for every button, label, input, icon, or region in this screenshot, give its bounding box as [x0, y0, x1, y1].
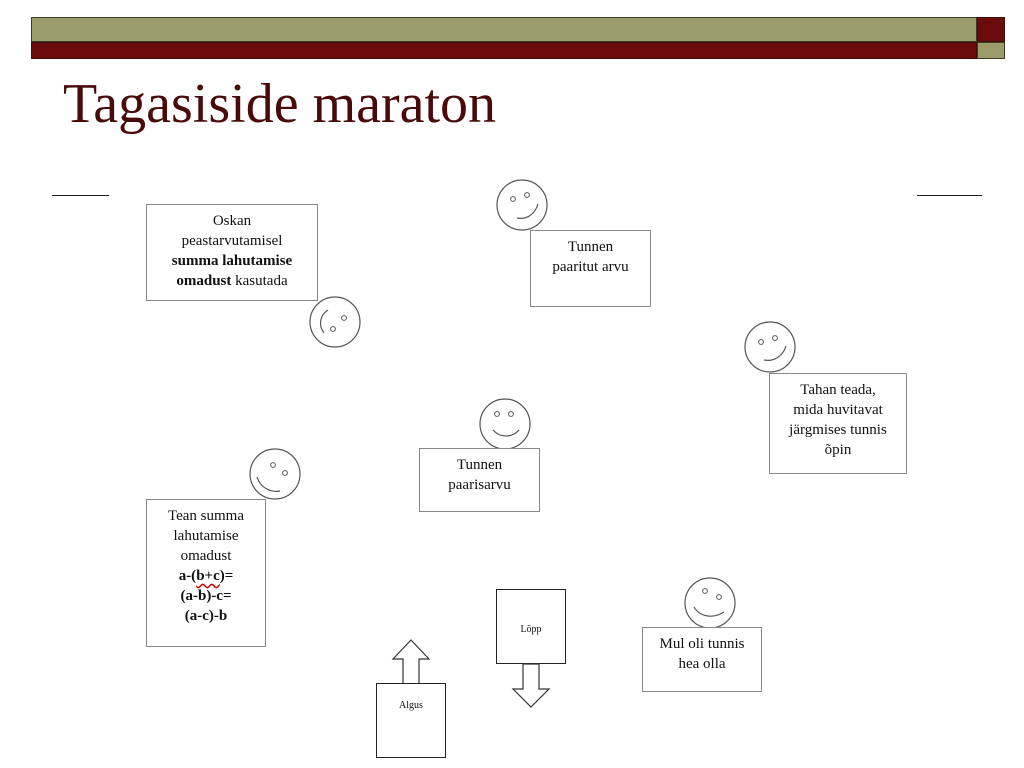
feedback-card-paaritu: Tunnen paaritut arvu: [530, 230, 651, 307]
card-text: Oskan: [212, 213, 252, 229]
smiley-face-icon: [308, 295, 362, 349]
feedback-card-paaris: Tunnen paarisarvu: [419, 448, 540, 512]
card-text: Tahan teada,: [800, 382, 876, 398]
smiley-face-icon-svg: [479, 398, 531, 450]
smiley-face-icon: [743, 320, 797, 374]
card-text: järgmises tunnis: [789, 422, 887, 438]
formula-part: a-(: [178, 568, 197, 584]
card-text: õpin: [824, 442, 852, 458]
end-label: Lõpp: [520, 624, 542, 635]
formula-line: (a-c)-b: [184, 608, 228, 624]
smiley-face-icon-svg: [496, 179, 548, 231]
formula-line: (a-b)-c=: [180, 588, 232, 604]
card-text-line: omadust kasutada: [176, 271, 287, 291]
header-square-olive: [977, 42, 1005, 59]
formula-part: b+c: [196, 568, 220, 584]
arrow-up-icon-svg: [391, 639, 431, 685]
feedback-card-summa: Oskan peastarvutamisel summa lahutamise …: [146, 204, 318, 301]
divider-right: [917, 195, 982, 196]
feedback-card-hea: Mul oli tunnis hea olla: [642, 627, 762, 692]
header-square-red: [977, 17, 1005, 42]
card-text-bold: omadust: [176, 273, 232, 289]
smiley-face-icon: [248, 447, 302, 501]
card-text: mida huvitavat: [793, 402, 883, 418]
header-bar-red: [31, 42, 977, 59]
start-box: Algus: [376, 683, 446, 758]
feedback-card-tahan: Tahan teada, mida huvitavat järgmises tu…: [769, 373, 907, 474]
slide-title: Tagasiside maraton: [63, 73, 497, 135]
card-text: hea olla: [678, 656, 726, 672]
card-text: Tean summa: [167, 508, 244, 524]
smiley-face-icon: [683, 576, 737, 630]
card-text: lahutamise: [173, 528, 239, 544]
smiley-face-icon: [478, 397, 532, 451]
arrow-up-icon: [391, 639, 431, 685]
formula-line: a-(b+c)=: [179, 566, 234, 586]
card-text: Mul oli tunnis: [659, 636, 745, 652]
end-box: Lõpp: [496, 589, 566, 664]
card-text-bold: summa lahutamise: [171, 253, 293, 269]
arrow-down-icon-svg: [511, 663, 551, 708]
formula-part: )=: [219, 568, 234, 584]
arrow-down-icon: [511, 663, 551, 709]
start-label: Algus: [399, 700, 423, 711]
header-bar-olive: [31, 17, 977, 42]
feedback-card-tean: Tean summa lahutamise omadust a-(b+c)= (…: [146, 499, 266, 647]
divider-left: [52, 195, 109, 196]
smiley-face-icon-svg: [309, 296, 361, 348]
card-text: kasutada: [231, 273, 288, 289]
card-text: paarisarvu: [448, 477, 511, 493]
smiley-face-icon-svg: [684, 577, 736, 629]
smiley-face-icon-svg: [744, 321, 796, 373]
smiley-face-icon: [495, 178, 549, 232]
smiley-face-icon-svg: [249, 448, 301, 500]
card-text: peastarvutamisel: [181, 233, 283, 249]
card-text: paaritut arvu: [552, 259, 629, 275]
card-text: Tunnen: [456, 457, 503, 473]
card-text: Tunnen: [567, 239, 614, 255]
card-text: omadust: [180, 548, 232, 564]
